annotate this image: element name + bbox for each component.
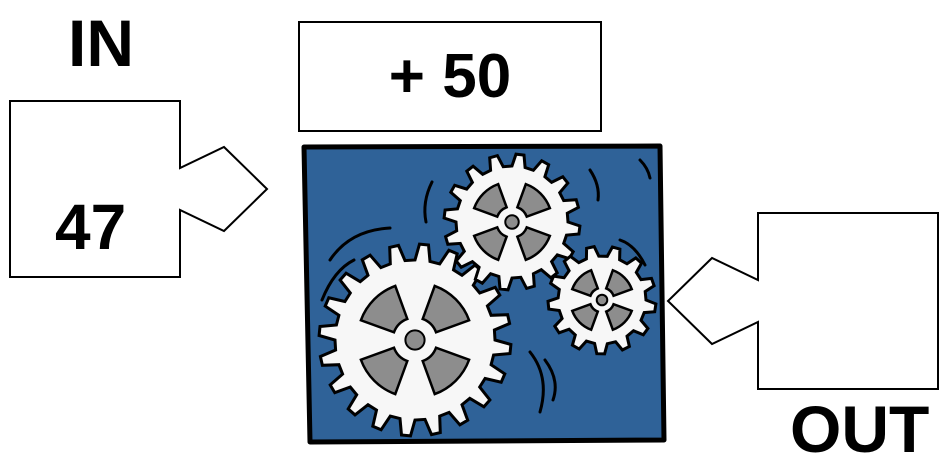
motion-lines bbox=[320, 158, 652, 414]
function-machine-diagram bbox=[9, 100, 939, 445]
rule-box: + 50 bbox=[298, 21, 602, 132]
large-gear-icon bbox=[317, 242, 513, 438]
output-arrow bbox=[666, 212, 939, 390]
rule-text: + 50 bbox=[388, 42, 512, 111]
input-arrow bbox=[9, 100, 269, 278]
small-gear-icon bbox=[546, 244, 658, 356]
in-label: IN bbox=[68, 6, 134, 80]
input-value: 47 bbox=[55, 191, 127, 263]
medium-gear-icon bbox=[442, 152, 582, 292]
gears-icon bbox=[317, 152, 658, 438]
out-label: OUT bbox=[790, 392, 930, 466]
